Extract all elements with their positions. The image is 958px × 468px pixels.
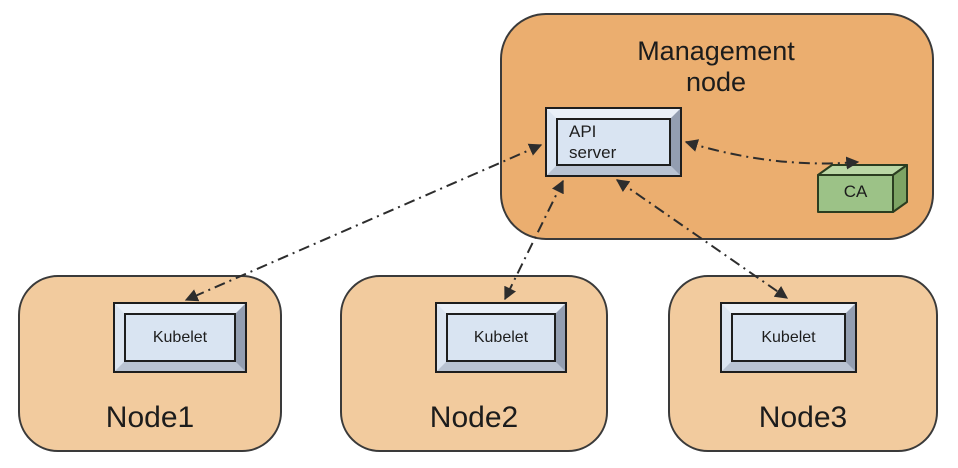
kubelet-box-node2: Kubelet [435, 302, 567, 373]
kubelet-bevel: Kubelet [437, 304, 565, 371]
kubelet-box-node1: Kubelet [113, 302, 247, 373]
ca-box-3d [817, 164, 908, 213]
kubelet-bevel: Kubelet [722, 304, 855, 371]
kubelet-box-node3: Kubelet [720, 302, 857, 373]
kubelet-label-node3: Kubelet [731, 313, 846, 362]
kubelet-label-node1: Kubelet [124, 313, 236, 362]
kubelet-label-node2: Kubelet [446, 313, 556, 362]
api-server-label: API server [556, 118, 671, 166]
api-server-box: API server [545, 107, 682, 177]
node1-label: Node1 [105, 401, 195, 434]
management-node-label: Management node [637, 36, 795, 97]
api-server-bevel: API server [547, 109, 680, 175]
ca-box-front-face [817, 174, 894, 213]
node3-label: Node3 [758, 401, 848, 434]
ca-label: CA [843, 182, 868, 201]
node2-label: Node2 [429, 401, 519, 434]
kubelet-bevel: Kubelet [115, 304, 245, 371]
